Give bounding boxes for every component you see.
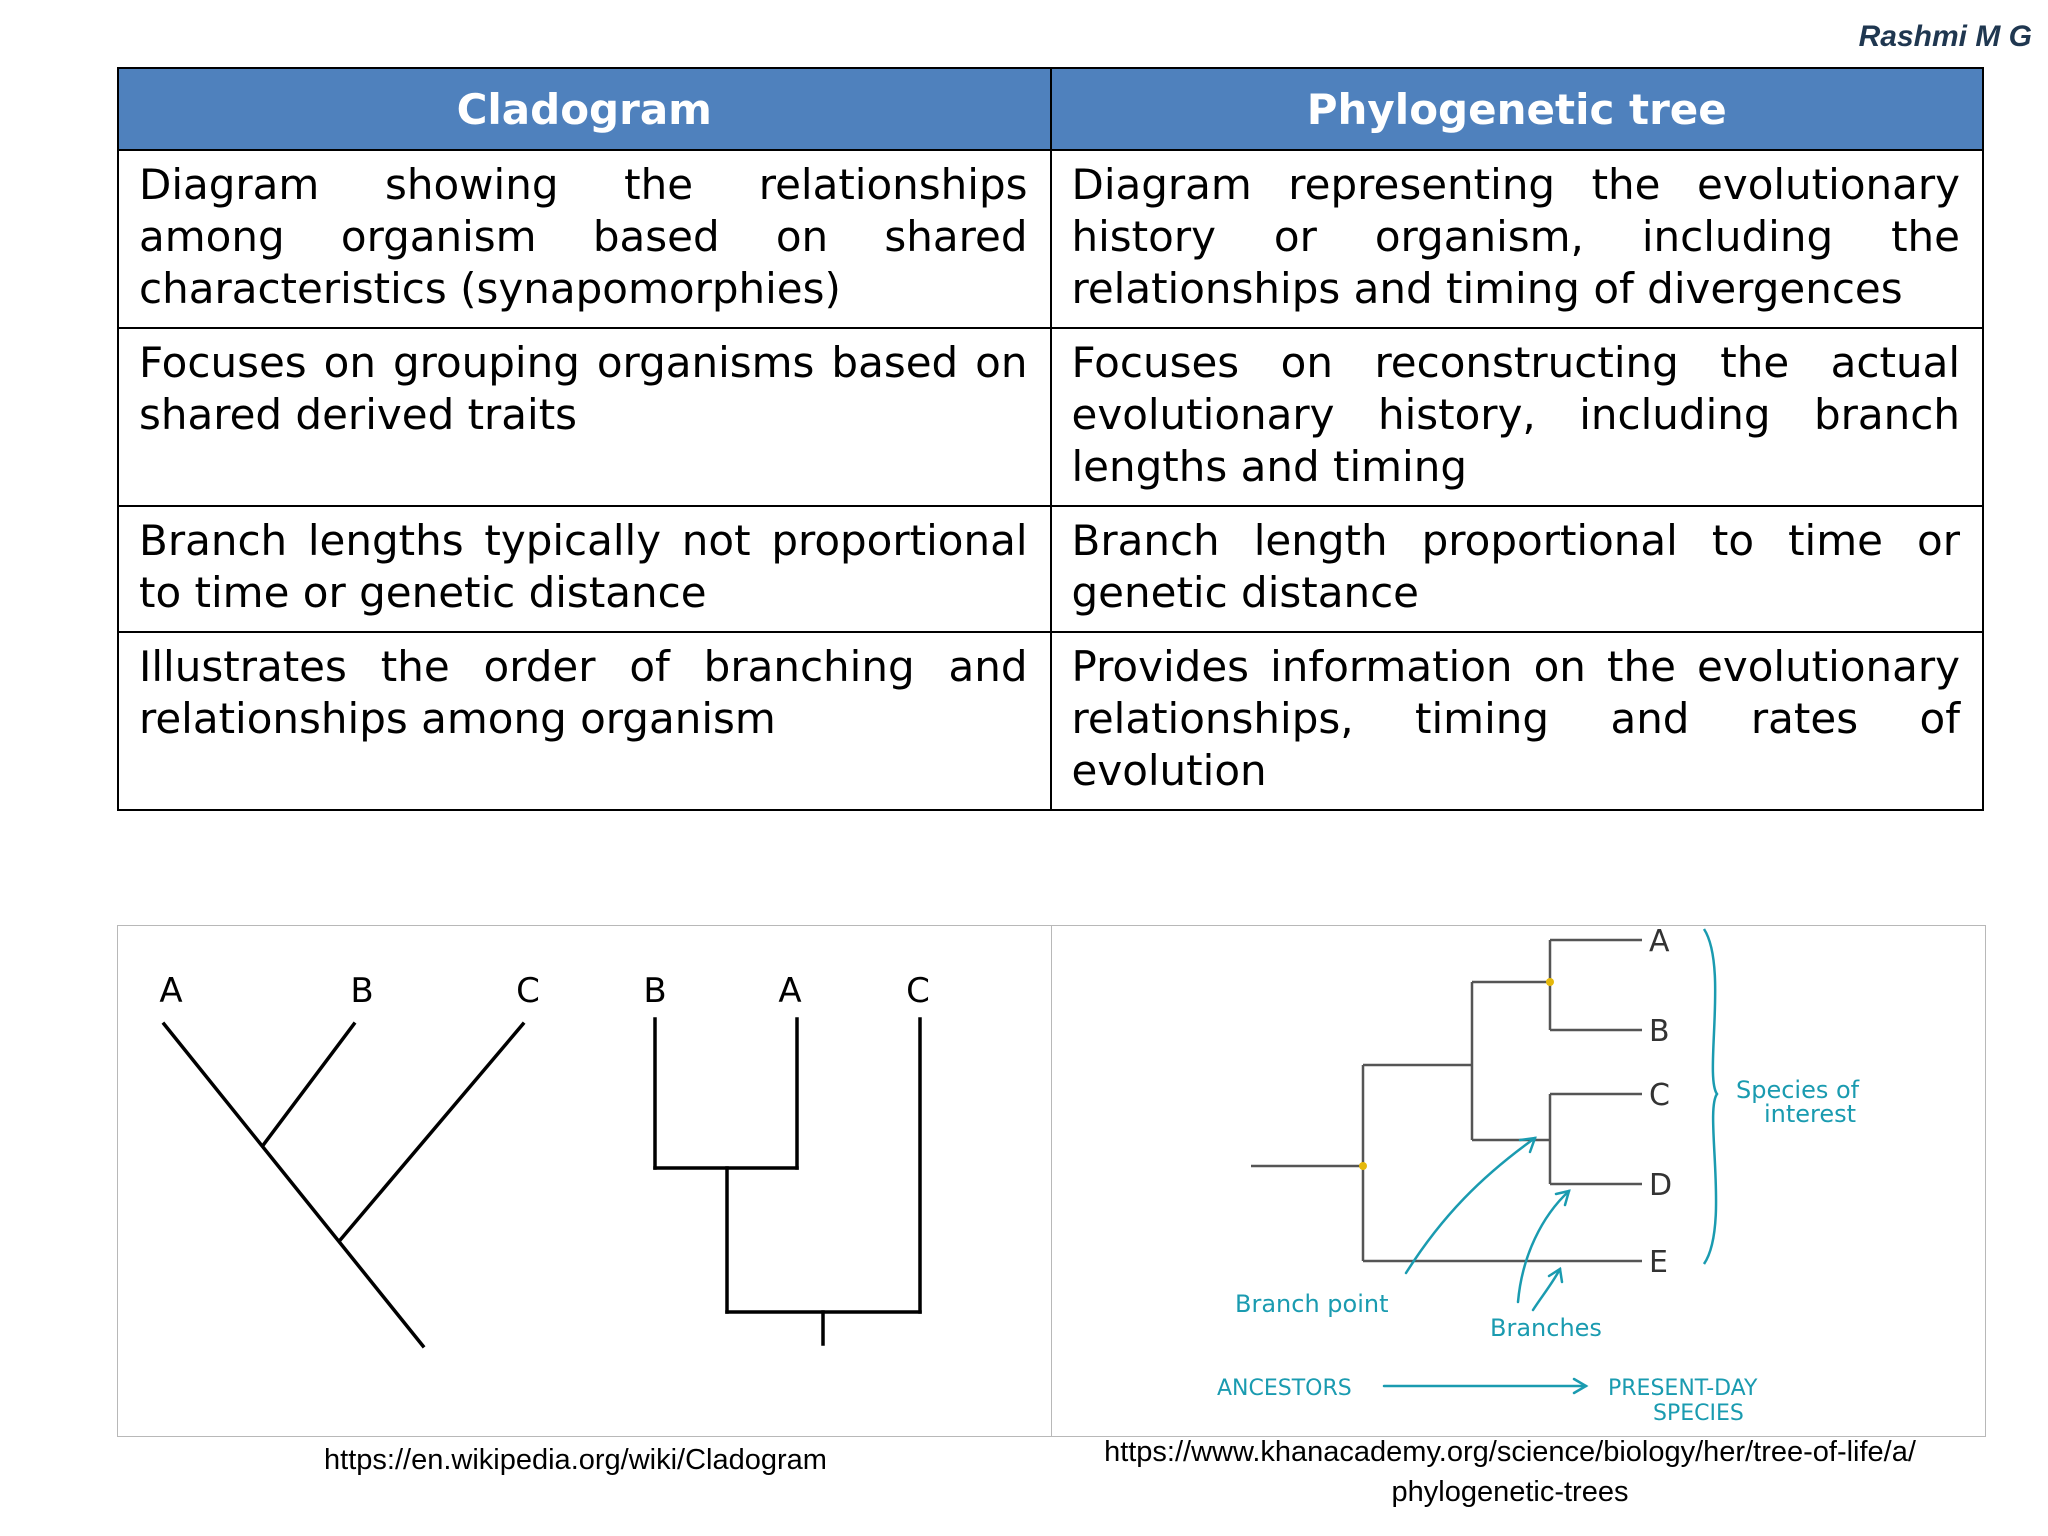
tip-label: B [1649, 1014, 1670, 1049]
tip-label: A [159, 971, 182, 1011]
species-brace [1702, 928, 1719, 1265]
tip-label: A [1649, 926, 1670, 959]
header-cladogram: Cladogram [117, 67, 1052, 151]
cladogram-cell: Branch lengths typically not proportiona… [117, 505, 1052, 633]
tip-label: C [906, 971, 930, 1011]
tip-label: B [350, 971, 373, 1011]
present-day-label: PRESENT-DAY [1608, 1376, 1758, 1401]
phylogenetic-cell: Focuses on reconstructing the actual evo… [1049, 327, 1984, 507]
tip-label: D [1649, 1168, 1672, 1203]
ancestors-label: ANCESTORS [1217, 1376, 1352, 1401]
tip-label: B [643, 971, 666, 1011]
branches-arrow [1516, 1189, 1571, 1304]
table-row: Illustrates the order of branching and r… [117, 631, 1984, 811]
table-row: Branch lengths typically not proportiona… [117, 505, 1984, 633]
branch-point-label: Branch point [1235, 1290, 1389, 1318]
phylo-svg: A B C D E Species of interest Branch poi… [1217, 924, 1860, 1426]
phylogenetic-source-link[interactable]: https://www.khanacademy.org/science/biol… [1030, 1432, 1990, 1512]
cladogram-cell: Illustrates the order of branching and r… [117, 631, 1052, 811]
table-header-row: Cladogram Phylogenetic tree [117, 67, 1984, 151]
cladogram-cell: Diagram showing the relationships among … [117, 149, 1052, 329]
cladogram-svg: A B C B A C [159, 971, 930, 1349]
cladogram-branch [338, 1021, 526, 1242]
branches-label: Branches [1490, 1314, 1602, 1342]
cladogram-source-link[interactable]: https://en.wikipedia.org/wiki/Cladogram [324, 1444, 827, 1476]
species-label: SPECIES [1653, 1401, 1744, 1426]
cladogram-branch [161, 1021, 426, 1349]
tip-label: A [778, 971, 801, 1011]
node-dot [1359, 1162, 1367, 1170]
branches-arrow-2 [1531, 1267, 1562, 1312]
arrowhead [1554, 1189, 1571, 1207]
cladogram-cell: Focuses on grouping organisms based on s… [117, 327, 1052, 507]
comparison-table: Cladogram Phylogenetic tree Diagram show… [117, 67, 1984, 811]
branch-point-arrow [1404, 1136, 1537, 1275]
tip-label: C [1649, 1078, 1670, 1113]
cladogram-branch [261, 1021, 357, 1147]
tip-label: C [516, 971, 540, 1011]
tip-label: E [1649, 1245, 1668, 1280]
author-name: Rashmi M G [1858, 20, 2032, 53]
phylogenetic-cell: Diagram representing the evolutionary hi… [1049, 149, 1984, 329]
arrowhead [1518, 1136, 1537, 1154]
arrowhead [1572, 1377, 1589, 1395]
phylogenetic-tree-figure: A B C D E Species of interest Branch poi… [1051, 924, 1986, 1437]
node-dot [1546, 978, 1554, 986]
table-row: Diagram showing the relationships among … [117, 149, 1984, 329]
interest-label: interest [1764, 1100, 1856, 1128]
phylogenetic-cell: Provides information on the evolutionary… [1049, 631, 1984, 811]
table-row: Focuses on grouping organisms based on s… [117, 327, 1984, 507]
source-line-2: phylogenetic-trees [1391, 1476, 1629, 1508]
header-phylogenetic-tree: Phylogenetic tree [1049, 67, 1984, 151]
species-of-label: Species of [1736, 1076, 1860, 1104]
cladogram-figure: A B C B A C [117, 925, 1052, 1437]
phylogenetic-cell: Branch length proportional to time or ge… [1049, 505, 1984, 633]
arrowhead [1547, 1266, 1564, 1284]
source-line-1: https://www.khanacademy.org/science/biol… [1104, 1436, 1916, 1468]
